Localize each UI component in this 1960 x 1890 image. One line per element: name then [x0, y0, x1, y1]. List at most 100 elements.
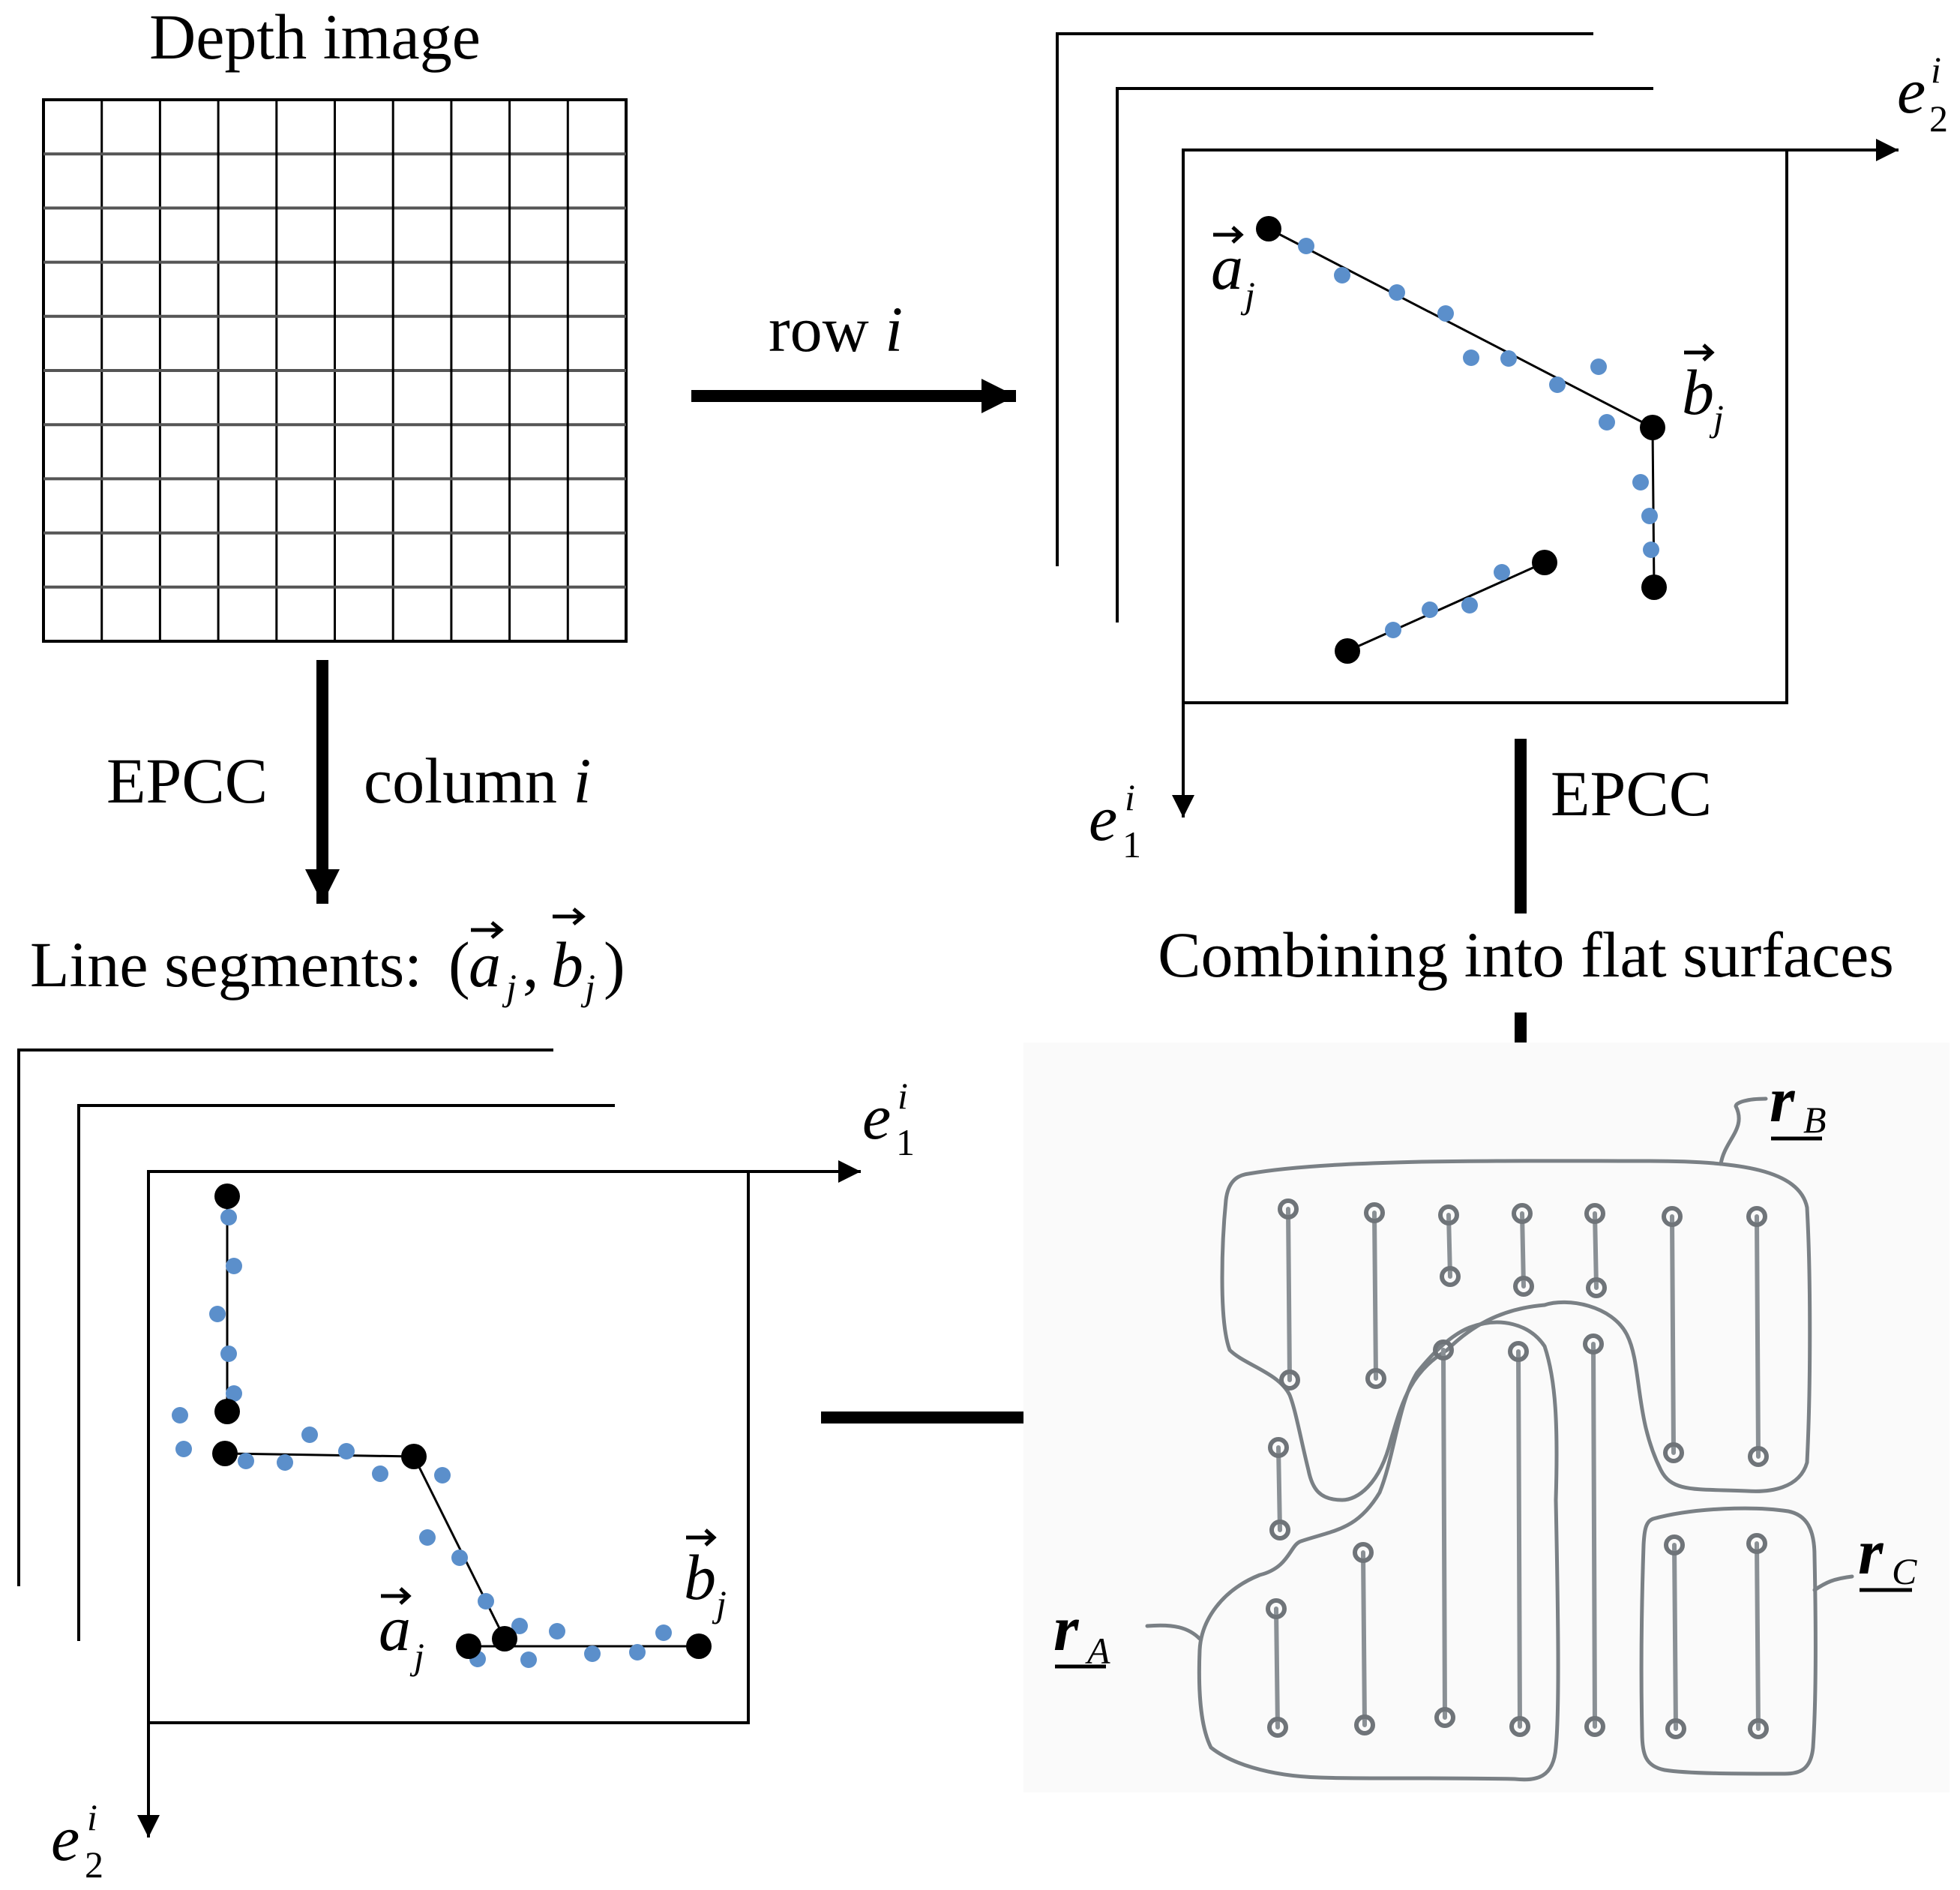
svg-text:1: 1 — [1122, 824, 1141, 866]
region-b-outline — [1220, 1159, 1812, 1502]
row-measurement-point — [1549, 376, 1566, 393]
column-measurement-point — [629, 1644, 646, 1660]
svg-text:i: i — [898, 1075, 908, 1117]
row-measurement-point — [1437, 305, 1454, 322]
sketch-segment-endpoint — [1509, 1716, 1530, 1737]
column-panel-e1-label: e i 1 — [862, 1075, 915, 1163]
row-measurement-point — [1641, 508, 1658, 524]
svg-text:j: j — [409, 1635, 424, 1677]
sketch-segment-endpoint — [1513, 1276, 1534, 1297]
row-panel-b-label: b j — [1682, 344, 1724, 439]
column-measurement-point — [549, 1623, 565, 1640]
epcc-label-left: EPCC — [106, 745, 268, 817]
sketch-segment-endpoint — [1508, 1341, 1529, 1362]
sketch-segment-endpoint — [1433, 1340, 1454, 1360]
sketch-line-segment — [1516, 1349, 1522, 1729]
sketch-segment-endpoint — [1748, 1446, 1769, 1467]
sketch-line-segment — [1276, 1445, 1282, 1532]
sketch-line-segment — [1672, 1543, 1678, 1731]
column-measurement-point — [478, 1593, 494, 1610]
column-measurement-point — [301, 1426, 318, 1443]
sketch-line-segment — [1372, 1210, 1378, 1381]
svg-text:2: 2 — [85, 1844, 103, 1886]
sketch-segment-endpoint — [1663, 1442, 1684, 1463]
row-segment-endpoint — [1256, 216, 1281, 242]
sketch-line-segment — [1755, 1214, 1761, 1459]
region-a-label: r A — [1053, 1592, 1110, 1672]
sketch-segment-endpoint — [1586, 1277, 1607, 1298]
sketch-segment-endpoint — [1664, 1534, 1685, 1556]
row-panel-e2-label: e i 2 — [1897, 49, 1948, 140]
svg-text:e: e — [1089, 782, 1117, 854]
sketch-segment-endpoint — [1268, 1437, 1289, 1458]
sketch-segment-endpoint — [1512, 1203, 1533, 1224]
column-panel — [17, 1048, 861, 1838]
depth-image-grid — [42, 98, 628, 643]
combining-label: Combining into flat surfaces — [1158, 919, 1894, 991]
row-panel-a-label: a j — [1211, 226, 1255, 316]
column-panel-a-label: a j — [379, 1587, 424, 1677]
svg-text:Line segments:: Line segments: — [30, 928, 422, 1000]
svg-text:a: a — [469, 928, 501, 1000]
column-measurement-point — [655, 1624, 672, 1641]
column-measurement-point — [277, 1454, 293, 1471]
column-measurement-point — [520, 1652, 537, 1668]
svg-text:b: b — [684, 1541, 716, 1613]
column-measurement-point — [584, 1646, 601, 1662]
svg-text:r: r — [1053, 1592, 1080, 1664]
row-measurement-point — [1461, 597, 1478, 614]
region-a-outline — [1197, 1320, 1560, 1782]
row-measurement-point — [1590, 358, 1607, 375]
sketch-line-segment — [1755, 1541, 1761, 1731]
svg-text:j: j — [502, 966, 517, 1008]
svg-text:(: ( — [448, 928, 470, 1000]
row-segment-endpoint — [1335, 638, 1360, 664]
svg-text:i: i — [87, 1796, 97, 1838]
column-segment-endpoint — [492, 1626, 517, 1652]
sketch-line-segment — [1593, 1211, 1599, 1290]
column-measurement-point — [172, 1407, 188, 1424]
sketch-segment-endpoint — [1665, 1718, 1686, 1739]
column-measurement-point — [372, 1466, 388, 1482]
column-segment-endpoint — [401, 1444, 427, 1469]
epcc-label-right: EPCC — [1551, 758, 1712, 830]
row-panel-e1-label: e i 1 — [1089, 776, 1141, 866]
column-segment-endpoint — [686, 1634, 712, 1659]
svg-text:b: b — [1682, 356, 1714, 428]
svg-text:e: e — [51, 1802, 79, 1874]
sketch-line-segment — [1286, 1207, 1292, 1382]
sketch-line-segment — [1520, 1211, 1526, 1288]
column-measurement-point — [419, 1529, 436, 1546]
column-measurement-point — [220, 1346, 237, 1362]
svg-text:i: i — [1125, 776, 1135, 818]
svg-text:b: b — [551, 928, 583, 1000]
row-measurement-point — [1385, 622, 1401, 638]
row-measurement-point — [1599, 414, 1615, 430]
svg-text:1: 1 — [896, 1121, 915, 1163]
svg-text:B: B — [1803, 1099, 1827, 1141]
column-label: column i — [364, 745, 591, 817]
sketch-segment-endpoint — [1354, 1714, 1375, 1736]
sketch-segment-endpoint — [1440, 1266, 1461, 1287]
sketch-segment-endpoint — [1584, 1716, 1605, 1737]
sketch-segment-endpoint — [1269, 1520, 1290, 1540]
column-measurement-point — [209, 1306, 226, 1322]
svg-text:a: a — [1211, 231, 1243, 303]
svg-text:e: e — [1897, 55, 1926, 127]
sketch-segment-endpoint — [1583, 1334, 1604, 1354]
row-measurement-point — [1298, 238, 1314, 254]
row-measurement-point — [1494, 564, 1510, 580]
row-segment-endpoint — [1641, 574, 1667, 600]
row-measurement-point — [1643, 542, 1659, 558]
column-segment-endpoint — [214, 1399, 240, 1424]
column-measurement-point — [451, 1550, 468, 1566]
flat-surfaces-sketch: r B r A r C — [1023, 1042, 1950, 1792]
depth-image-title: Depth image — [149, 1, 481, 73]
line-segments-label: Line segments: ( a j , b j ) — [30, 908, 625, 1008]
row-measurement-point — [1422, 602, 1438, 618]
row-panel — [1056, 32, 1899, 818]
svg-text:C: C — [1892, 1550, 1917, 1592]
sketch-segment-endpoint — [1353, 1542, 1374, 1563]
sketch-segment-endpoint — [1279, 1370, 1300, 1390]
